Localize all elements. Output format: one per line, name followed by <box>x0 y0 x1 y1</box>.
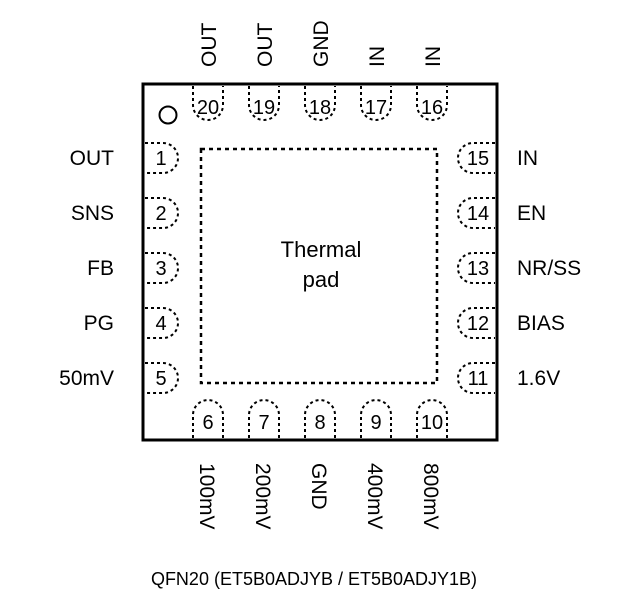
thermal-pad-label-line1: Thermal <box>281 237 362 262</box>
pin-number-9: 9 <box>370 412 381 434</box>
pin-pad-1 <box>145 142 179 174</box>
pin-label-5: 50mV <box>59 367 114 390</box>
pin-pad-12 <box>457 307 495 339</box>
pin-label-16: IN <box>422 46 445 67</box>
package-caption: QFN20 (ET5B0ADJYB / ET5B0ADJY1B) <box>151 569 477 589</box>
pin-label-17: IN <box>366 46 389 67</box>
pin-number-8: 8 <box>314 412 325 434</box>
pin-pad-13 <box>457 252 495 284</box>
pin-pad-18 <box>304 86 336 121</box>
pin-label-15: IN <box>517 147 538 170</box>
pin-number-15: 15 <box>467 148 489 170</box>
thermal-pad <box>199 147 439 385</box>
pin-label-1: OUT <box>70 147 115 170</box>
pin-number-4: 4 <box>155 313 166 335</box>
pin-number-18: 18 <box>309 97 331 119</box>
pin-pad-20 <box>192 86 224 121</box>
pin-label-11: 1.6V <box>517 367 560 390</box>
pin-pad-14 <box>457 197 495 229</box>
pin-label-10: 800mV <box>419 463 442 530</box>
pin-label-18: GND <box>310 20 333 67</box>
pin-label-13: NR/SS <box>517 257 581 280</box>
pin-number-11: 11 <box>468 368 489 390</box>
pin-label-14: EN <box>517 202 546 225</box>
pin-number-10: 10 <box>421 412 443 434</box>
pin-pad-9 <box>360 399 392 438</box>
pin-pad-2 <box>145 197 179 229</box>
thermal-pad-label-line2: pad <box>303 267 340 292</box>
pin-pad-6 <box>192 399 224 438</box>
pin-number-12: 12 <box>467 313 489 335</box>
pins-group: 1 OUT 2 SNS 3 FB 4 PG 5 50mV 11 1.6V 12 BIAS 13 NR/SS 14… <box>59 20 581 529</box>
pin-label-9: 400mV <box>363 463 386 530</box>
pin-pad-5 <box>145 362 179 394</box>
pin-number-5: 5 <box>155 368 166 390</box>
pin-pad-4 <box>145 307 179 339</box>
pin-label-20: OUT <box>198 23 221 68</box>
pin-number-1: 1 <box>155 148 166 170</box>
pin-label-6: 100mV <box>195 463 218 530</box>
pin-pad-16 <box>416 86 448 121</box>
pin-pad-11 <box>457 362 495 394</box>
package-body <box>141 82 499 442</box>
pin-number-20: 20 <box>197 97 219 119</box>
pin-pad-7 <box>248 399 280 438</box>
pin-label-4: PG <box>84 312 114 335</box>
pin-pad-10 <box>416 399 448 438</box>
pin-pad-15 <box>457 142 495 174</box>
pin1-marker <box>158 105 178 125</box>
pin-number-3: 3 <box>155 258 166 280</box>
pin-label-19: OUT <box>254 23 277 68</box>
pin-label-3: FB <box>87 257 114 280</box>
pin-pad-3 <box>145 252 179 284</box>
pin-number-7: 7 <box>258 412 269 434</box>
pin-pad-17 <box>360 86 392 121</box>
pin-label-7: 200mV <box>251 463 274 530</box>
pin-number-16: 16 <box>421 97 443 119</box>
pin-number-17: 17 <box>365 97 387 119</box>
pin-number-13: 13 <box>467 258 489 280</box>
pin-pad-19 <box>248 86 280 121</box>
pin-label-2: SNS <box>71 202 114 225</box>
pin-number-2: 2 <box>155 203 166 225</box>
pin-number-14: 14 <box>467 203 489 225</box>
pin-label-12: BIAS <box>517 312 565 335</box>
pin-label-8: GND <box>307 463 330 510</box>
pin-pad-8 <box>304 399 336 438</box>
pin-number-19: 19 <box>253 97 275 119</box>
pin-number-6: 6 <box>202 412 213 434</box>
